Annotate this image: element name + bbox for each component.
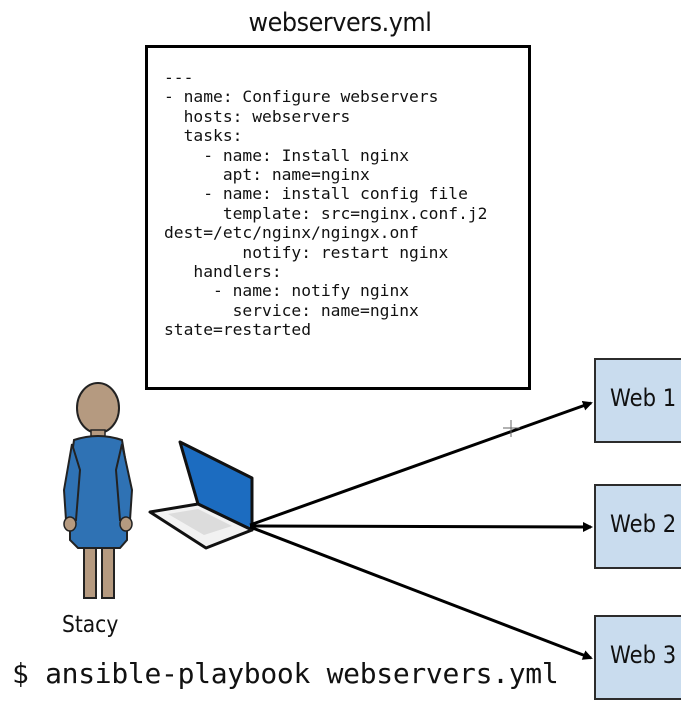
server-web2: Web 2 <box>594 484 681 569</box>
server-label: Web 2 <box>610 510 677 538</box>
code-line: service: name=nginx <box>164 300 419 320</box>
playbook-code-box: ---- name: Configure webservers hosts: w… <box>145 45 531 390</box>
code-line: template: src=nginx.conf.j2 <box>164 203 488 223</box>
laptop-icon <box>148 440 254 550</box>
playbook-filename: webservers.yml <box>248 8 432 38</box>
arrow-to-web1 <box>249 400 593 527</box>
cursor-crosshair-icon <box>503 420 520 437</box>
code-line: - name: install config file <box>164 184 468 204</box>
person-name: Stacy <box>62 612 119 638</box>
code-line: --- <box>164 68 194 87</box>
server-web1: Web 1 <box>594 358 681 443</box>
server-label: Web 3 <box>610 641 677 669</box>
code-line: hosts: webservers <box>164 106 351 126</box>
code-line: - name: Configure webservers <box>164 87 439 107</box>
code-line: dest=/etc/nginx/ngingx.onf <box>164 223 419 243</box>
code-line: notify: restart nginx <box>164 242 449 262</box>
code-line: - name: Install nginx <box>164 145 410 165</box>
person-icon <box>62 382 134 599</box>
arrow-to-web2 <box>249 521 593 532</box>
arrow-to-web3 <box>249 525 593 660</box>
code-line: state=restarted <box>164 320 312 340</box>
server-web3: Web 3 <box>594 615 681 700</box>
command-line: $ ansible-playbook webservers.yml <box>12 657 559 690</box>
code-line: tasks: <box>164 126 243 146</box>
code-line: handlers: <box>164 262 282 282</box>
code-line: apt: name=nginx <box>164 165 370 185</box>
playbook-code: ---- name: Configure webservers hosts: w… <box>164 68 487 340</box>
server-label: Web 1 <box>610 384 677 412</box>
code-line: - name: notify nginx <box>164 281 410 301</box>
